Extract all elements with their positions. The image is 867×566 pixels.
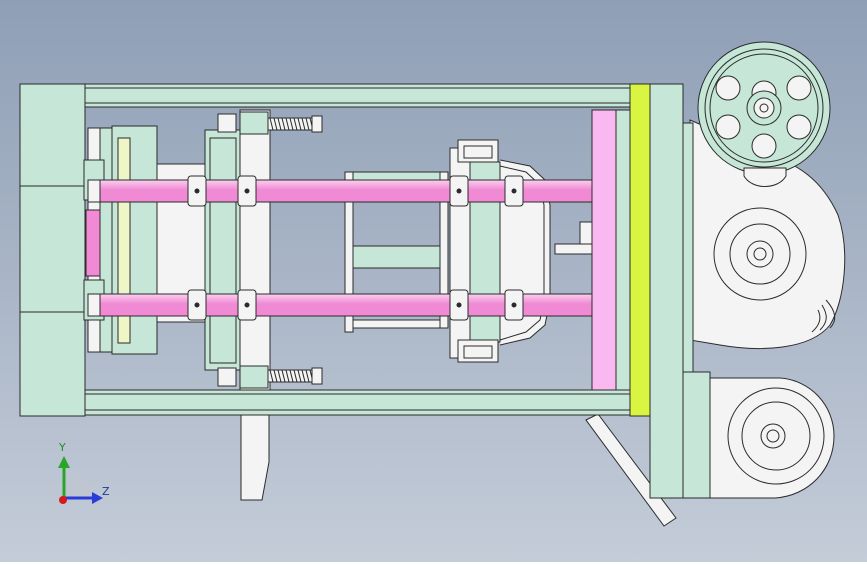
axis-y-label: Y (59, 441, 66, 454)
moving-platen[interactable] (204, 109, 271, 391)
right-lower-block[interactable] (682, 371, 711, 499)
yellow-plate[interactable] (629, 83, 651, 417)
top-tie-bar[interactable] (84, 83, 631, 108)
bottom-blade[interactable] (240, 412, 270, 501)
lower-spring-bolt[interactable] (217, 365, 323, 389)
left-end-plate[interactable] (19, 83, 86, 417)
upper-spring-bolt[interactable] (217, 111, 323, 135)
handwheel[interactable] (697, 41, 831, 187)
lower-pulley-housing[interactable] (699, 377, 835, 499)
upper-pulley-housing[interactable] (689, 119, 846, 349)
right-end-plate[interactable] (649, 83, 684, 499)
axis-triad (58, 456, 103, 504)
axis-z-label: Z (102, 485, 110, 498)
center-bracket[interactable] (344, 171, 449, 333)
